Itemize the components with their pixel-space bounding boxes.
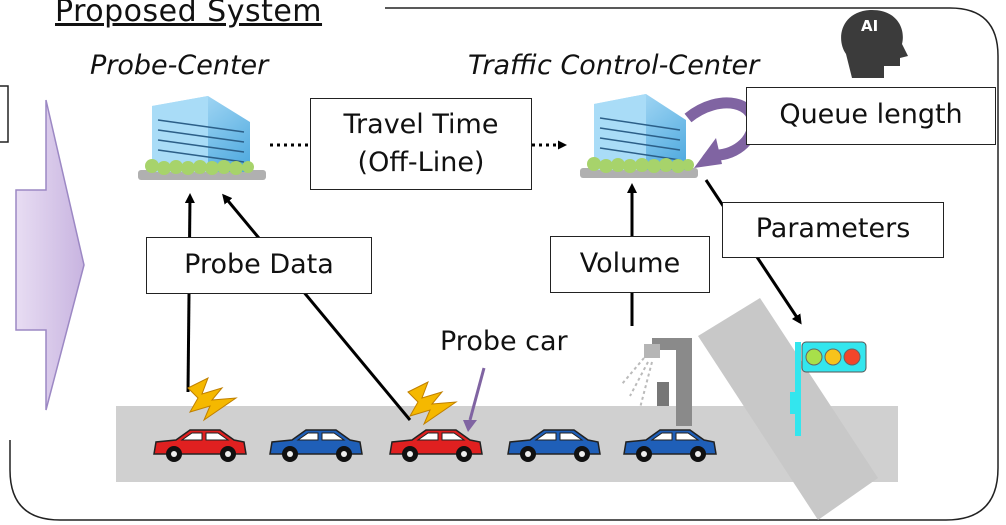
probe-car-pointer-head (463, 420, 477, 432)
parameters-box: Parameters (722, 202, 944, 258)
ai-badge: AI (861, 17, 879, 35)
car-normal-2 (507, 429, 601, 462)
probe-data-box: Probe Data (146, 237, 372, 294)
traffic-center-label: Traffic Control-Center (468, 50, 760, 81)
ai-head-icon (841, 9, 908, 78)
probe-arrow-1 (184, 193, 195, 393)
travel-time-line2: (Off-Line) (357, 147, 485, 178)
traffic-center-building (580, 94, 698, 178)
traffic-signal (790, 341, 867, 436)
queue-feedback-arrowhead (694, 138, 722, 168)
parameters-label: Parameters (755, 213, 911, 244)
volume-box: Volume (550, 236, 710, 293)
lightning-icon-2 (407, 380, 458, 426)
travel-time-line1: Travel Time (343, 109, 499, 140)
probe-arrow-2 (222, 193, 412, 421)
probe-car-label: Probe car (440, 326, 568, 357)
partial-left-box (0, 85, 9, 143)
probe-center-building (138, 96, 266, 180)
lightning-icon-1 (187, 376, 238, 422)
travel-time-box: Travel Time (Off-Line) (310, 98, 532, 190)
volume-label: Volume (579, 248, 681, 279)
car-probe-2 (389, 429, 483, 462)
probe-car-pointer (468, 367, 486, 421)
queue-length-label: Queue length (779, 99, 963, 130)
transition-arrow (15, 99, 85, 411)
probe-center-label: Probe-Center (90, 50, 269, 81)
frame-border (9, 7, 999, 521)
car-probe-1 (153, 429, 247, 462)
car-normal-1 (269, 429, 363, 462)
car-normal-3 (623, 429, 717, 462)
diagonal-road (698, 298, 878, 520)
page-title: Proposed System (55, 0, 323, 29)
queue-length-box: Queue length (746, 87, 996, 145)
queue-feedback-arrow (684, 97, 759, 161)
vehicle-detector (621, 338, 692, 426)
probe-data-label: Probe Data (184, 249, 334, 280)
